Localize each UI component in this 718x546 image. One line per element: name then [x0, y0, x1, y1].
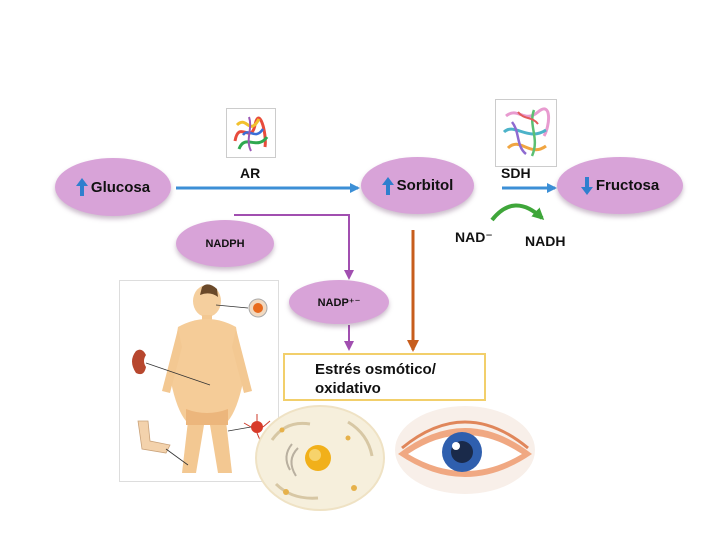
nadph-label: NADPH — [205, 237, 245, 250]
sorbitol-dehydrogenase-structure-image — [495, 99, 557, 167]
cell-illustration — [252, 400, 388, 512]
nadp-label: NADP⁺⁻ — [317, 296, 361, 309]
stress-box: Estrés osmótico/ oxidativo — [283, 353, 486, 401]
sdh-label: SDH — [501, 165, 531, 181]
nad-to-nadh-arrow — [490, 203, 545, 222]
nadph-to-nadp-arrow — [234, 214, 354, 280]
glucosa-label: Glucosa — [90, 178, 151, 196]
stress-box-line1: Estrés osmótico/ — [315, 361, 436, 378]
stress-box-line2: oxidativo — [315, 380, 381, 397]
glucosa-node: Glucosa — [55, 158, 171, 216]
up-arrow-icon — [75, 178, 88, 196]
aldose-reductase-structure-image — [226, 108, 276, 158]
down-arrow-icon — [580, 176, 593, 195]
sorbitol-node: Sorbitol — [361, 157, 474, 214]
nadph-node: NADPH — [176, 220, 274, 267]
nad-label: NAD⁻ — [455, 229, 493, 245]
eye-illustration — [392, 402, 538, 496]
nadp-node: NADP⁺⁻ — [289, 280, 389, 324]
fructosa-label: Fructosa — [595, 177, 660, 194]
human-body-complications-image — [119, 280, 279, 482]
up-arrow-icon — [381, 176, 394, 195]
sorbitol-label: Sorbitol — [396, 177, 454, 194]
fructosa-node: Fructosa — [557, 157, 683, 214]
ar-label: AR — [240, 165, 261, 181]
nadh-label: NADH — [525, 233, 566, 249]
